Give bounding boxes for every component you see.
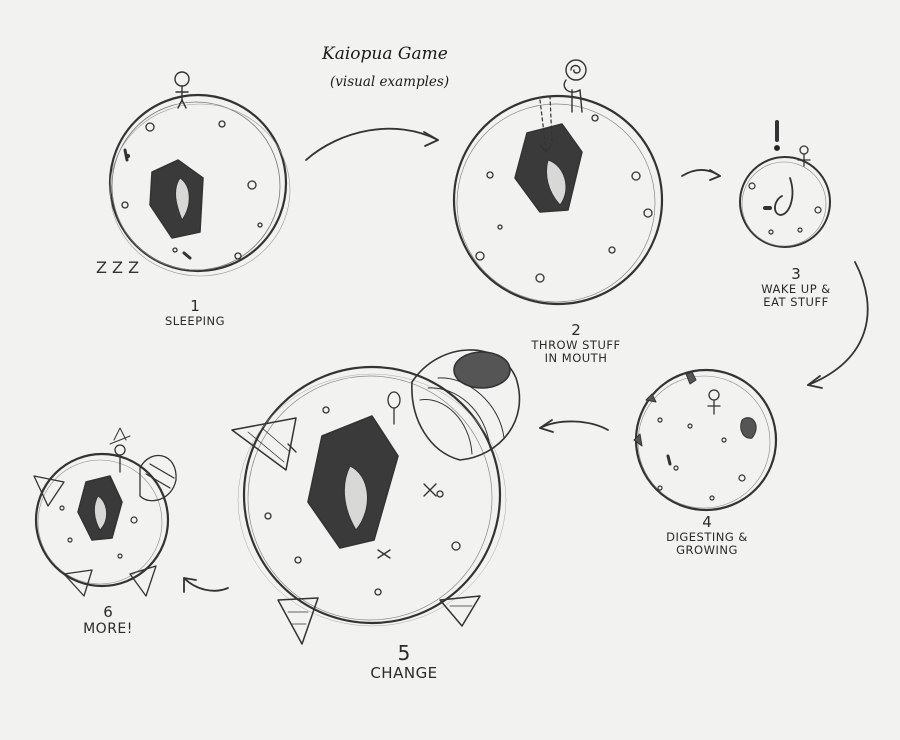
striped-dome-growth [411, 349, 521, 461]
step-label-3: 3 WAKE UP & EAT STUFF [748, 265, 844, 310]
cone-small-left [33, 475, 157, 597]
character-throwing-figure [563, 59, 587, 113]
step-caption: CHANGE [370, 664, 438, 682]
mouth-smile [774, 177, 794, 216]
step-number: 6 [103, 603, 113, 621]
planet-feeding [452, 59, 664, 306]
step-label-1: 1 SLEEPING [140, 297, 250, 329]
step-number: 4 [702, 513, 712, 531]
planet-changing [231, 349, 521, 645]
step-number: 2 [571, 321, 581, 339]
star-marks [287, 443, 437, 559]
character-on-planet-5 [387, 391, 401, 425]
cone-growth-bottom [277, 595, 481, 645]
step-label-5: 5 CHANGE [356, 642, 452, 682]
step-number: 1 [190, 297, 200, 315]
arrow-2-to-3 [681, 169, 721, 181]
arrow-4-to-5 [539, 419, 609, 433]
arrow-5-to-6 [183, 577, 229, 593]
step-caption: DIGESTING & GROWING [666, 530, 748, 558]
falling-object-trail [539, 95, 553, 151]
step-number: 5 [397, 641, 411, 665]
planet-sleeping [108, 71, 291, 277]
page-title: Kaiopua Game [322, 44, 448, 64]
character-on-planet-6 [109, 427, 131, 473]
character-on-planet-3 [797, 145, 811, 167]
character-on-planet-4 [707, 389, 721, 415]
cone-growth-left [231, 417, 297, 471]
step-label-4: 4 DIGESTING & GROWING [656, 513, 758, 558]
arrow-1-to-2 [305, 127, 439, 161]
sleep-zzz-marks: Z Z Z [96, 258, 140, 277]
character-sleeping-figure [174, 71, 190, 109]
page-subtitle: (visual examples) [330, 74, 450, 90]
step-caption: MORE! [83, 621, 133, 638]
step-caption: WAKE UP & EAT STUFF [761, 282, 831, 310]
step-number: 3 [791, 265, 801, 283]
step-label-2: 2 THROW STUFF IN MOUTH [526, 321, 626, 366]
striped-dome-small [139, 454, 177, 502]
exclamation-mark [774, 120, 780, 151]
planet-digesting [633, 368, 778, 512]
step-caption: THROW STUFF IN MOUTH [531, 338, 621, 366]
planet-more [33, 427, 177, 597]
step-caption: SLEEPING [164, 314, 226, 329]
arrow-3-to-4 [807, 261, 869, 389]
step-label-6: 6 MORE! [70, 603, 146, 638]
planet-awake [739, 120, 831, 248]
